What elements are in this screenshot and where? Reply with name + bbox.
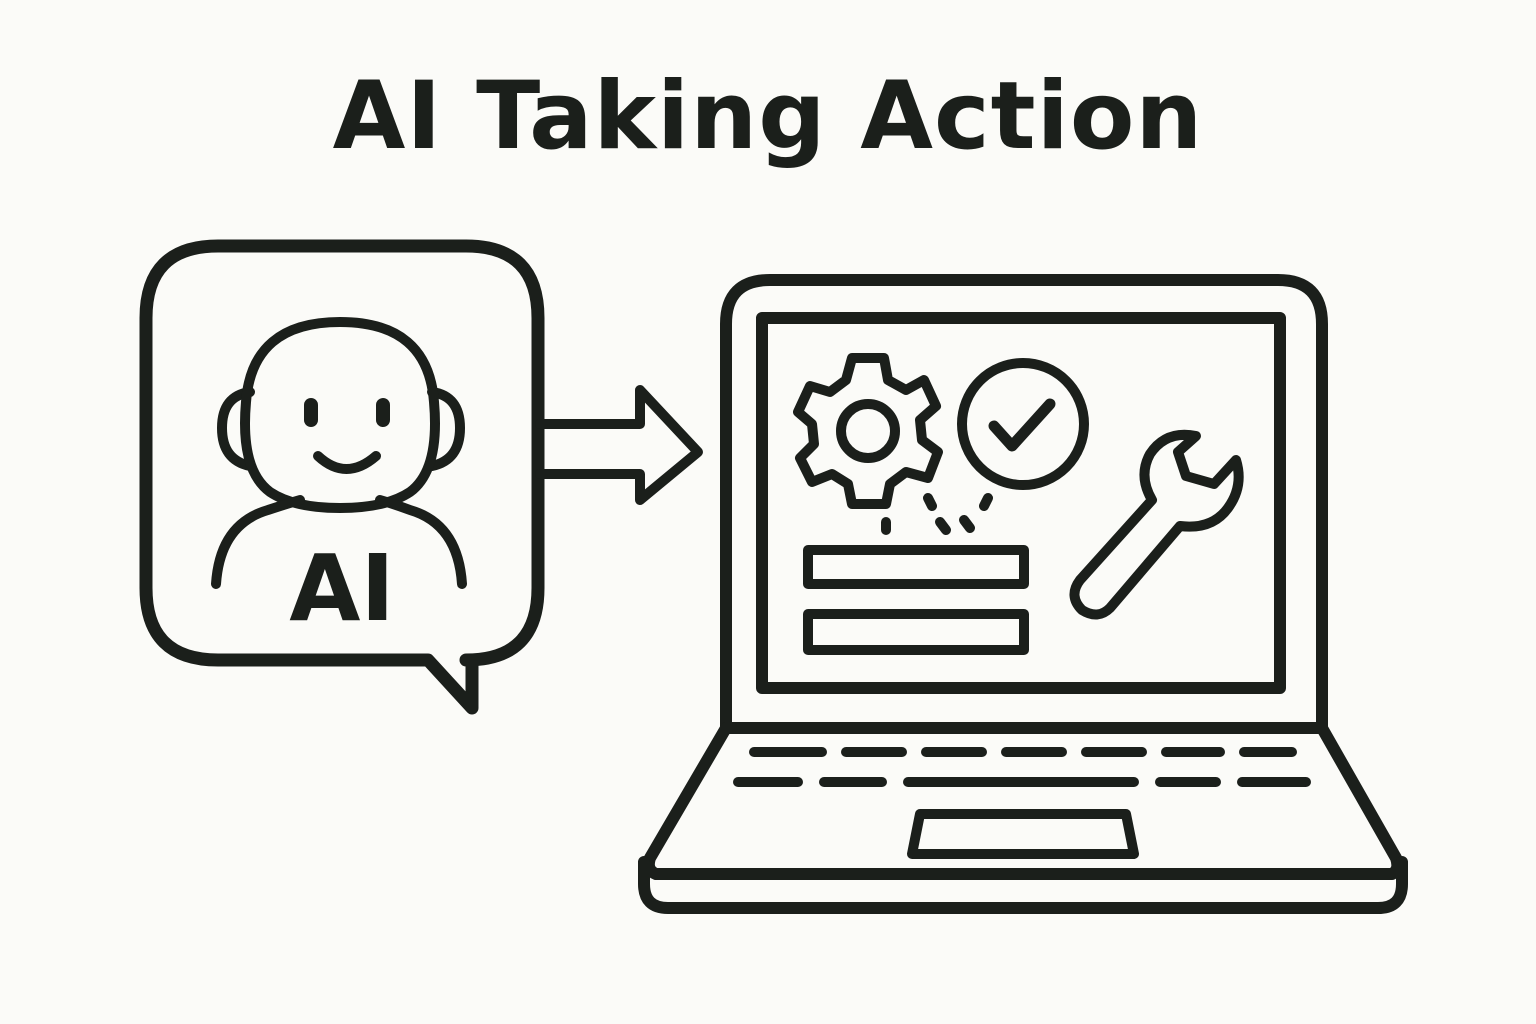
form-field-1 [808, 550, 1024, 584]
gear-hub [841, 404, 895, 458]
gear-icon [798, 358, 938, 504]
smile [318, 456, 376, 469]
trackpad [912, 814, 1134, 854]
dot [984, 498, 988, 506]
dot [964, 520, 970, 528]
laptop-icon [644, 280, 1402, 908]
connector-dots [886, 498, 988, 530]
form-field-2 [808, 614, 1024, 650]
dot [940, 522, 946, 530]
arrow-right-icon [540, 390, 698, 500]
keyboard [738, 752, 1306, 782]
ai-agent-bubble: AI [146, 246, 538, 708]
dot [928, 498, 932, 506]
gear-outline [798, 358, 938, 504]
robot-head [245, 322, 435, 508]
checkmark-circle-icon [962, 363, 1084, 485]
wrench-icon [1074, 435, 1238, 615]
check-circle [962, 363, 1084, 485]
check-mark [994, 404, 1050, 446]
ai-badge-text: AI [289, 535, 394, 642]
